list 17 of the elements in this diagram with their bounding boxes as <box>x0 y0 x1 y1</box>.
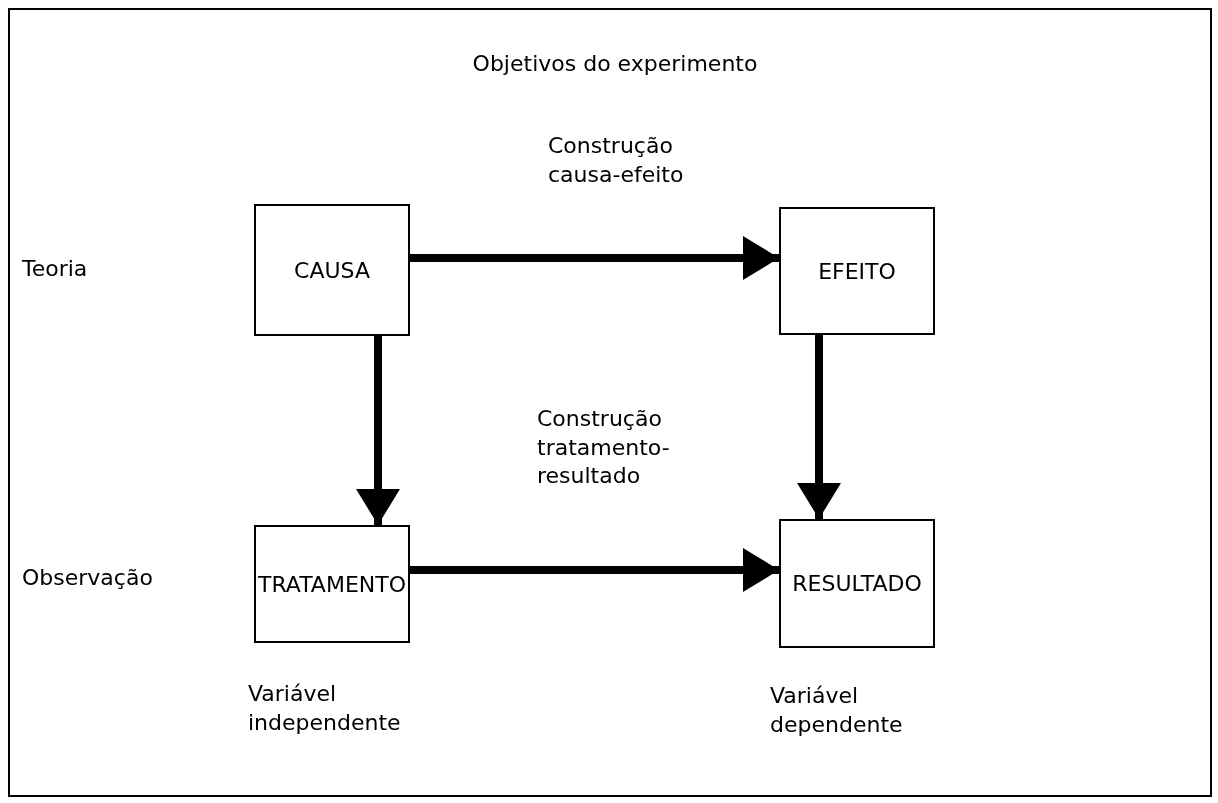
process-box <box>254 525 410 643</box>
box-label: RESULTADO <box>792 571 922 596</box>
arrow <box>410 548 779 592</box>
row-label: Observação <box>22 564 154 592</box>
node-label: Variável dependente <box>770 682 904 739</box>
process-box <box>779 519 935 648</box>
box-label: CAUSA <box>294 257 370 283</box>
box-label: EFEITO <box>818 258 896 284</box>
row-label: Teoria <box>22 255 89 283</box>
box-label: TRATAMENTO <box>257 571 407 597</box>
arrow <box>797 335 841 519</box>
process-box <box>779 207 935 335</box>
arrow <box>356 336 400 525</box>
title: Objetivos do experimento <box>471 50 759 78</box>
node-label: Variável independente <box>248 680 402 737</box>
process-box <box>254 204 410 336</box>
arrow <box>410 236 779 280</box>
